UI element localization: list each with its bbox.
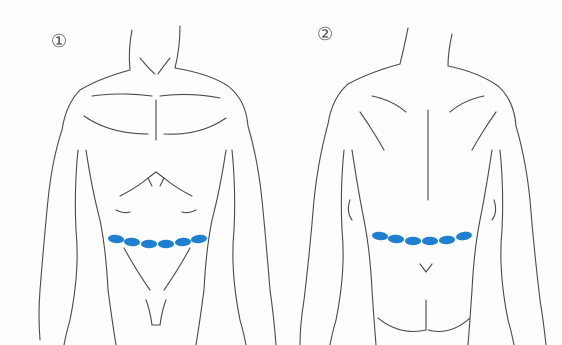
front-torso-figure <box>39 26 276 345</box>
marker-dash <box>439 235 456 244</box>
marker-dash <box>422 237 438 245</box>
back-torso-figure <box>300 28 546 345</box>
marker-dash <box>405 237 421 245</box>
back-view-label: ② <box>317 26 333 44</box>
marker-dash <box>175 237 192 246</box>
front-waist-marker <box>108 234 208 248</box>
marker-dash <box>191 234 208 244</box>
marker-dash <box>388 234 405 243</box>
marker-dash <box>108 234 125 244</box>
marker-dash <box>455 230 472 241</box>
front-view-label: ① <box>51 33 67 51</box>
marker-dash <box>158 240 174 248</box>
marker-dash <box>124 237 141 246</box>
back-waist-marker <box>372 230 473 245</box>
marker-dash <box>141 240 157 248</box>
marker-dash <box>372 231 389 241</box>
